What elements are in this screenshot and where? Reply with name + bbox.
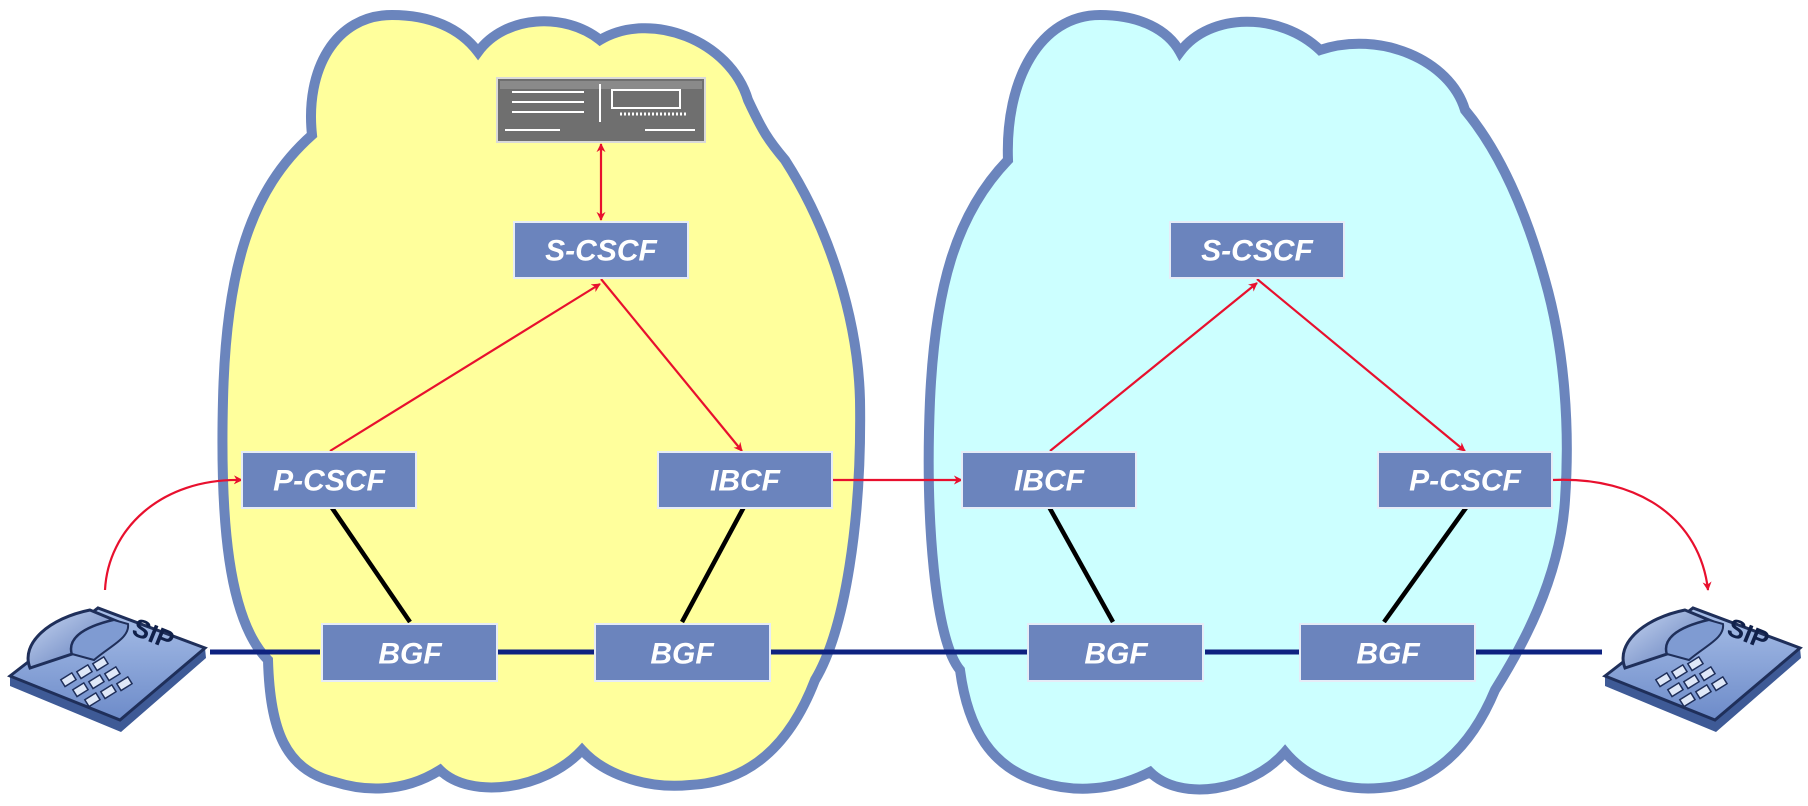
node-label: BGF (650, 638, 714, 671)
node-pcscf-home: P-CSCF (241, 451, 417, 509)
node-scscf-visited: S-CSCF (1169, 221, 1345, 279)
node-label: P-CSCF (273, 465, 385, 498)
hss-server-icon (496, 77, 706, 143)
node-label: S-CSCF (1201, 235, 1313, 268)
arrow-pcscf-to-scscf (329, 283, 601, 452)
control-link-pcscf-bgf-right (1382, 503, 1470, 624)
node-label: IBCF (710, 465, 781, 498)
control-link-ibcf-bgf-right (1046, 503, 1115, 624)
control-link-ibcf-bgf-left (680, 503, 747, 624)
node-ibcf-visited: IBCF (961, 451, 1137, 509)
arrow-phone-to-pcscf (103, 475, 243, 591)
node-label: BGF (1356, 638, 1420, 671)
node-label: P-CSCF (1409, 465, 1521, 498)
node-scscf-home: S-CSCF (513, 221, 689, 279)
node-ibcf-home: IBCF (657, 451, 833, 509)
arrow-scscf-to-pcscf (1256, 278, 1466, 452)
sip-phone-icon: SIP (1602, 606, 1803, 732)
signaling-path (103, 143, 1712, 591)
home-network-cloud (217, 9, 866, 794)
node-bgf-visited-1: BGF (1027, 623, 1204, 682)
control-links (328, 503, 1470, 624)
node-label: IBCF (1014, 465, 1085, 498)
node-pcscf-visited: P-CSCF (1377, 451, 1553, 509)
control-link-pcscf-bgf-left (328, 503, 412, 624)
sip-phone-icon: SIP (7, 606, 208, 732)
arrow-scscf-to-ibcf (600, 278, 743, 452)
visited-network-cloud (923, 9, 1572, 795)
node-label: BGF (1084, 638, 1148, 671)
node-label: S-CSCF (545, 235, 657, 268)
arrow-pcscf-to-phone (1551, 478, 1712, 591)
node-bgf-home-1: BGF (321, 623, 498, 682)
node-bgf-visited-2: BGF (1299, 623, 1476, 682)
node-label: BGF (378, 638, 442, 671)
arrow-ibcf-to-scscf (1049, 282, 1258, 452)
node-bgf-home-2: BGF (594, 623, 771, 682)
